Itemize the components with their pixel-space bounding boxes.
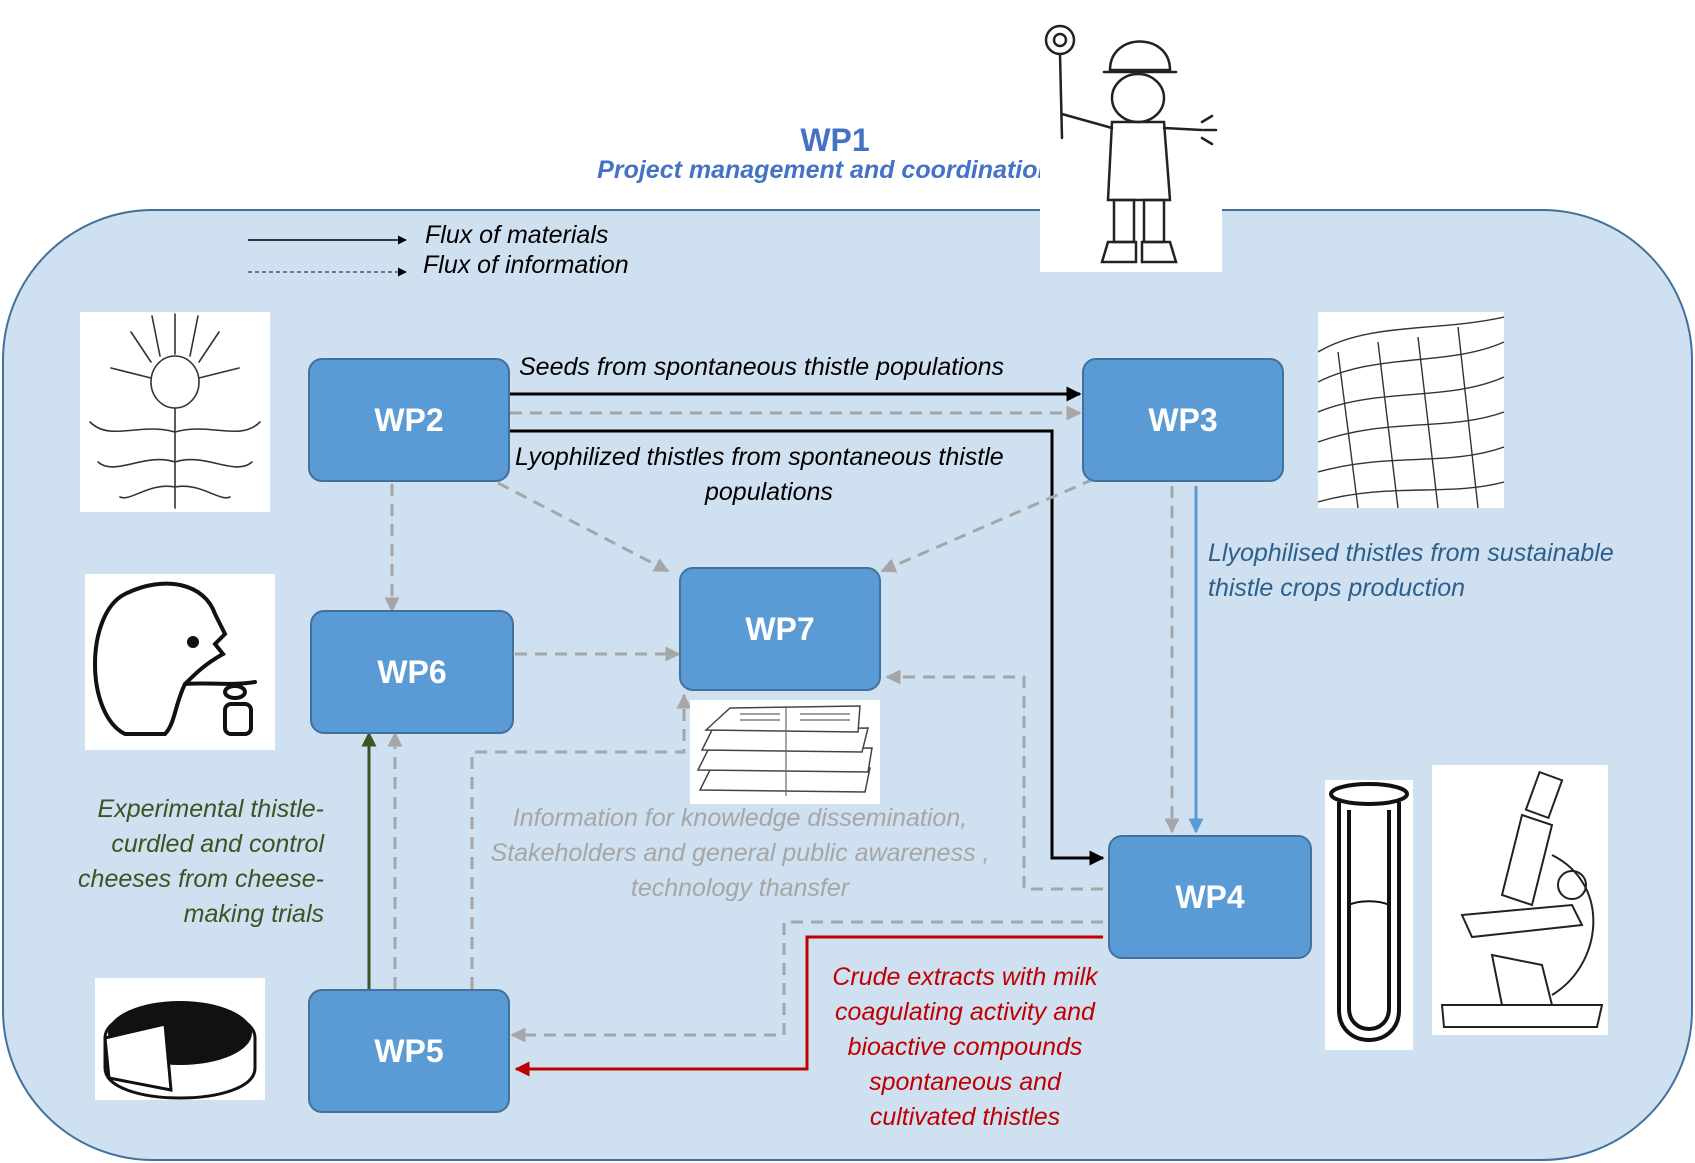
fields-illustration — [1318, 312, 1504, 508]
wp3-box[interactable]: WP3 — [1082, 358, 1284, 482]
legend-materials-label: Flux of materials — [425, 221, 609, 249]
crude-flow-label-1: Crude extracts with milk — [832, 963, 1098, 991]
arrow-info-wp2-wp7 — [497, 481, 670, 573]
page-title: WP1 — [800, 122, 870, 158]
wp6-box[interactable]: WP6 — [310, 610, 514, 734]
crude-flow-label-2: coagulating activity and — [835, 998, 1095, 1026]
coordinator-illustration — [1040, 10, 1222, 272]
crude-flow-label-3: bioactive compounds — [847, 1033, 1083, 1061]
crude-flow-label-5: cultivated thistles — [869, 1103, 1061, 1131]
wp7-box[interactable]: WP7 — [679, 567, 881, 691]
cheese-flow-label-4: making trials — [183, 900, 324, 928]
page-subtitle: Project management and coordination — [597, 156, 1053, 184]
sustainable-flow-label-2: thistle crops production — [1208, 574, 1466, 602]
info-flow-label-1: Information for knowledge dissemination, — [512, 804, 968, 832]
test-tube-illustration — [1325, 780, 1413, 1050]
thistle-illustration — [80, 312, 270, 512]
cheese-flow-label-3: cheeses from cheese- — [78, 865, 324, 893]
cheese-flow-label-2: curdled and control — [111, 830, 324, 858]
wp5-box[interactable]: WP5 — [308, 989, 510, 1113]
sustainable-flow-label-1: Llyophilised thistles from sustainable — [1208, 539, 1614, 567]
arrow-info-wp5-wp7 — [470, 693, 692, 989]
wp2-box[interactable]: WP2 — [308, 358, 510, 482]
arrow-crude-wp4-wp5 — [514, 935, 1103, 1077]
cheese-illustration — [95, 978, 265, 1100]
taster-illustration — [85, 574, 275, 750]
cheese-flow-label-1: Experimental thistle- — [97, 795, 324, 823]
arrow-info-wp4-wp5 — [510, 920, 1103, 1043]
arrow-info-wp4-wp7 — [885, 669, 1103, 891]
lyophilized-flow-label-2: populations — [705, 478, 833, 506]
legend-information-label: Flux of information — [423, 251, 629, 279]
microscope-illustration — [1432, 765, 1608, 1035]
info-flow-label-2: Stakeholders and general public awarenes… — [490, 839, 990, 867]
lyophilized-flow-label-1: Lyophilized thistles from spontaneous th… — [515, 443, 1004, 471]
arrow-lyophilized-wp2-wp4 — [510, 429, 1105, 866]
newspapers-illustration — [690, 700, 880, 804]
wp4-box[interactable]: WP4 — [1108, 835, 1312, 959]
info-flow-label-3: technology thansfer — [630, 874, 850, 902]
seeds-flow-label: Seeds from spontaneous thistle populatio… — [519, 353, 1005, 381]
crude-flow-label-4: spontaneous and — [869, 1068, 1061, 1096]
